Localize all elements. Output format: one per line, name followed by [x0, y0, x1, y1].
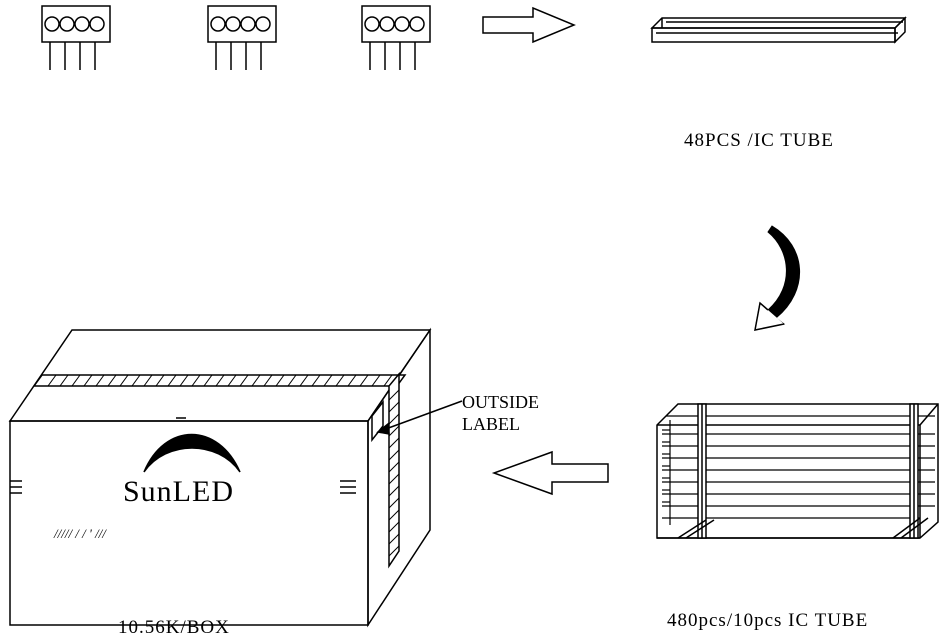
tube-quantity-label: 48PCS /IC TUBE — [684, 130, 834, 151]
ic-tube — [650, 16, 907, 44]
outside-label-leader — [382, 400, 463, 431]
leader-arrow-icon — [376, 422, 390, 435]
arrow-left-icon — [491, 450, 609, 496]
shipping-box — [8, 327, 432, 628]
box-quantity-label: 10.56K/BOX — [118, 617, 230, 638]
curved-arrow-down-icon — [754, 225, 800, 331]
outside-label-text-line2: LABEL — [462, 414, 520, 434]
tube-bundle — [656, 403, 939, 539]
led-component-1 — [41, 5, 111, 70]
box-marks: ///// / / ' /// — [54, 526, 106, 541]
outside-label-text-line1: OUTSIDE — [462, 392, 539, 412]
arrow-right-icon — [482, 6, 576, 44]
bundle-quantity-label: 480pcs/10pcs IC TUBE — [667, 610, 869, 631]
led-component-3 — [361, 5, 431, 70]
sunled-logo-arc-icon — [143, 433, 241, 473]
brand-text: SunLED — [123, 475, 234, 508]
led-component-2 — [207, 5, 277, 70]
